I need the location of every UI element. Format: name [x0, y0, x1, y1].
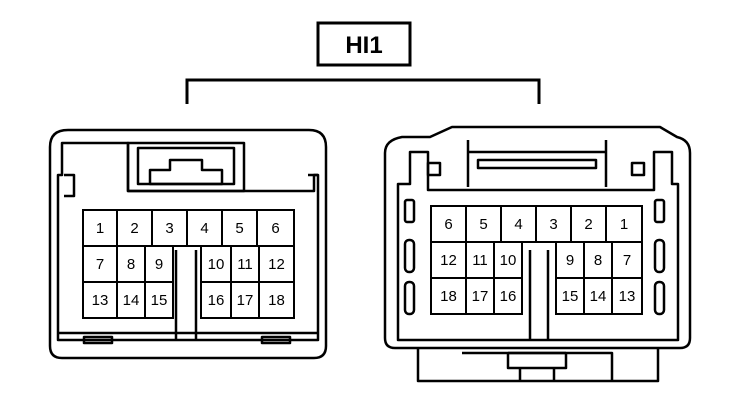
terminal-cell	[144, 245, 174, 283]
terminal-number: 14	[123, 292, 140, 309]
terminal-number: 18	[440, 288, 457, 305]
terminal-cell	[583, 277, 613, 315]
right-key-slot	[528, 250, 550, 340]
terminal-number: 6	[444, 216, 452, 233]
pair-bracket	[185, 78, 541, 104]
terminal-cell	[230, 281, 260, 319]
terminal-number: 9	[566, 252, 574, 269]
terminal-cell	[555, 277, 585, 315]
terminal-number: 12	[268, 256, 285, 273]
terminal-cell	[535, 205, 572, 243]
terminal-number: 2	[584, 216, 592, 233]
right-terminal-grid: 6 5 4 3 2 1 12 11 10 9 8 7 18 17 16 15 14 13	[430, 205, 643, 315]
terminal-number: 4	[200, 220, 208, 237]
terminal-number: 8	[127, 256, 135, 273]
right-housing-outline	[383, 125, 692, 350]
terminal-number: 11	[237, 256, 253, 273]
terminal-cell	[200, 281, 232, 319]
terminal-number: 5	[479, 216, 487, 233]
left-connector	[48, 128, 328, 360]
terminal-cell	[82, 281, 118, 319]
terminal-cell	[493, 241, 523, 279]
terminal-number: 15	[151, 292, 168, 309]
terminal-number: 13	[619, 288, 636, 305]
terminal-cell	[144, 281, 174, 319]
right-housing-inner	[396, 150, 680, 342]
terminal-number: 7	[623, 252, 631, 269]
terminal-number: 14	[590, 288, 607, 305]
terminal-number: 4	[514, 216, 522, 233]
terminal-number: 3	[549, 216, 557, 233]
terminal-number: 10	[500, 252, 517, 269]
terminal-number: 2	[130, 220, 138, 237]
terminal-number: 1	[96, 220, 104, 237]
terminal-number: 18	[268, 292, 285, 309]
terminal-number: 8	[594, 252, 602, 269]
terminal-cell	[151, 209, 188, 247]
terminal-number: 17	[237, 292, 254, 309]
terminal-cell	[611, 241, 643, 279]
terminal-number: 10	[208, 256, 225, 273]
terminal-cell	[430, 277, 467, 315]
terminal-number: 5	[235, 220, 243, 237]
terminal-number: 7	[96, 256, 104, 273]
terminal-number: 16	[500, 288, 517, 305]
terminal-cell	[500, 205, 537, 243]
terminal-number: 3	[165, 220, 173, 237]
left-key-slot	[174, 250, 198, 340]
terminal-cell	[465, 277, 495, 315]
connector-code-text: HI1	[345, 32, 382, 59]
terminal-number: 6	[271, 220, 279, 237]
right-lock-bar	[466, 140, 608, 187]
terminal-cell	[256, 209, 295, 247]
terminal-number: 12	[440, 252, 457, 269]
terminal-cell	[116, 245, 146, 283]
terminal-cell	[493, 277, 523, 315]
left-housing-outline	[48, 128, 328, 360]
terminal-number: 13	[92, 292, 109, 309]
terminal-cell	[605, 205, 643, 243]
right-bottom-latch	[416, 348, 660, 383]
right-connector	[383, 125, 692, 383]
connector-code-label: HI1	[316, 21, 412, 67]
terminal-number: 9	[155, 256, 163, 273]
terminal-cell	[258, 281, 295, 319]
terminal-cell	[465, 205, 502, 243]
terminal-cell	[116, 281, 146, 319]
terminal-number: 17	[472, 288, 489, 305]
terminal-number: 16	[208, 292, 225, 309]
left-latch	[126, 141, 246, 193]
terminal-cell	[555, 241, 585, 279]
terminal-number: 11	[472, 252, 488, 269]
terminal-number: 15	[562, 288, 579, 305]
terminal-number: 1	[620, 216, 628, 233]
terminal-cell	[611, 277, 643, 315]
